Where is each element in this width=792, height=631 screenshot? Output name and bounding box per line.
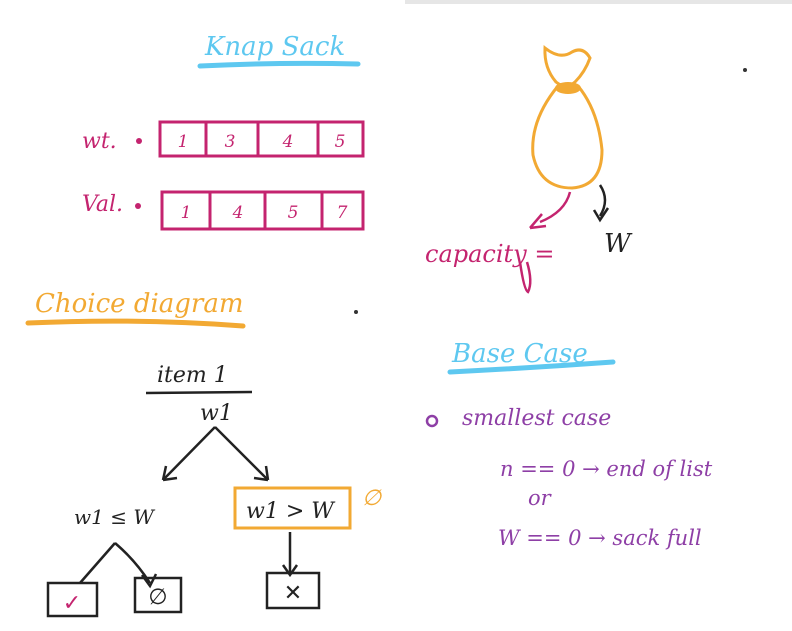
values-label: Val.: [82, 192, 123, 217]
right-sub-branch-head: [281, 564, 299, 578]
right-condition: w1 > W: [246, 499, 336, 524]
root-fraction-line: [145, 390, 253, 395]
bullet-icon: [425, 414, 439, 428]
capacity-label: capacity =: [425, 240, 554, 268]
top-edge-strip: [405, 0, 792, 4]
stray-dot: [743, 68, 747, 72]
root-item-label: item 1: [157, 363, 228, 388]
right-branch: [214, 426, 269, 481]
weight-cell: 3: [225, 132, 236, 152]
sack-icon: [531, 44, 604, 190]
weights-array: [158, 120, 365, 158]
w-arrow-head: [592, 207, 610, 223]
w-arrow: [598, 184, 607, 217]
base-case-underline: [447, 359, 616, 375]
base-case-line-2: or: [528, 486, 553, 510]
value-cell: 5: [288, 203, 299, 223]
base-case-bullet: smallest case: [462, 406, 611, 431]
left-condition: w1 ≤ W: [74, 505, 155, 529]
knapsack-title: Knap Sack: [204, 32, 345, 62]
choice-title-underline: [25, 318, 246, 329]
knapsack-title-underline: [197, 60, 361, 69]
values-dot: [135, 203, 141, 209]
left-sub-branch: [79, 542, 116, 584]
left-branch: [162, 426, 216, 481]
weights-label: wt.: [82, 129, 117, 154]
capacity-arrow: [539, 191, 572, 224]
right-condition-note: ∅: [362, 486, 382, 511]
weight-cell: 5: [335, 132, 346, 152]
base-case-line-3: W == 0 → sack full: [498, 526, 702, 550]
values-array: [160, 190, 365, 231]
capacity-symbol: W: [604, 229, 633, 259]
choice-diagram-title: Choice diagram: [35, 289, 244, 319]
weight-cell: 4: [282, 132, 294, 152]
weights-dot: [136, 138, 142, 144]
leaf-skip-mark: ✕: [284, 581, 302, 606]
leaf-include-mark: ✓: [63, 591, 81, 616]
leaf-box-exclude: [133, 576, 183, 614]
stray-dot: [354, 310, 358, 314]
capacity-tail: [518, 261, 532, 294]
right-branch-head: [253, 465, 270, 482]
base-case-line-1: n == 0 → end of list: [500, 457, 713, 481]
left-branch-head: [161, 465, 178, 482]
leaf-box-include: [46, 581, 99, 618]
right-condition-box: [233, 486, 352, 530]
leaf-exclude-mark: ∅: [148, 585, 167, 610]
capacity-arrow-head: [529, 213, 547, 230]
value-cell: 7: [337, 203, 348, 223]
root-weight-label: w1: [200, 401, 233, 426]
value-cell: 1: [181, 203, 192, 223]
weight-cell: 1: [178, 132, 189, 152]
leaf-box-skip: [265, 571, 321, 610]
value-cell: 4: [232, 203, 244, 223]
